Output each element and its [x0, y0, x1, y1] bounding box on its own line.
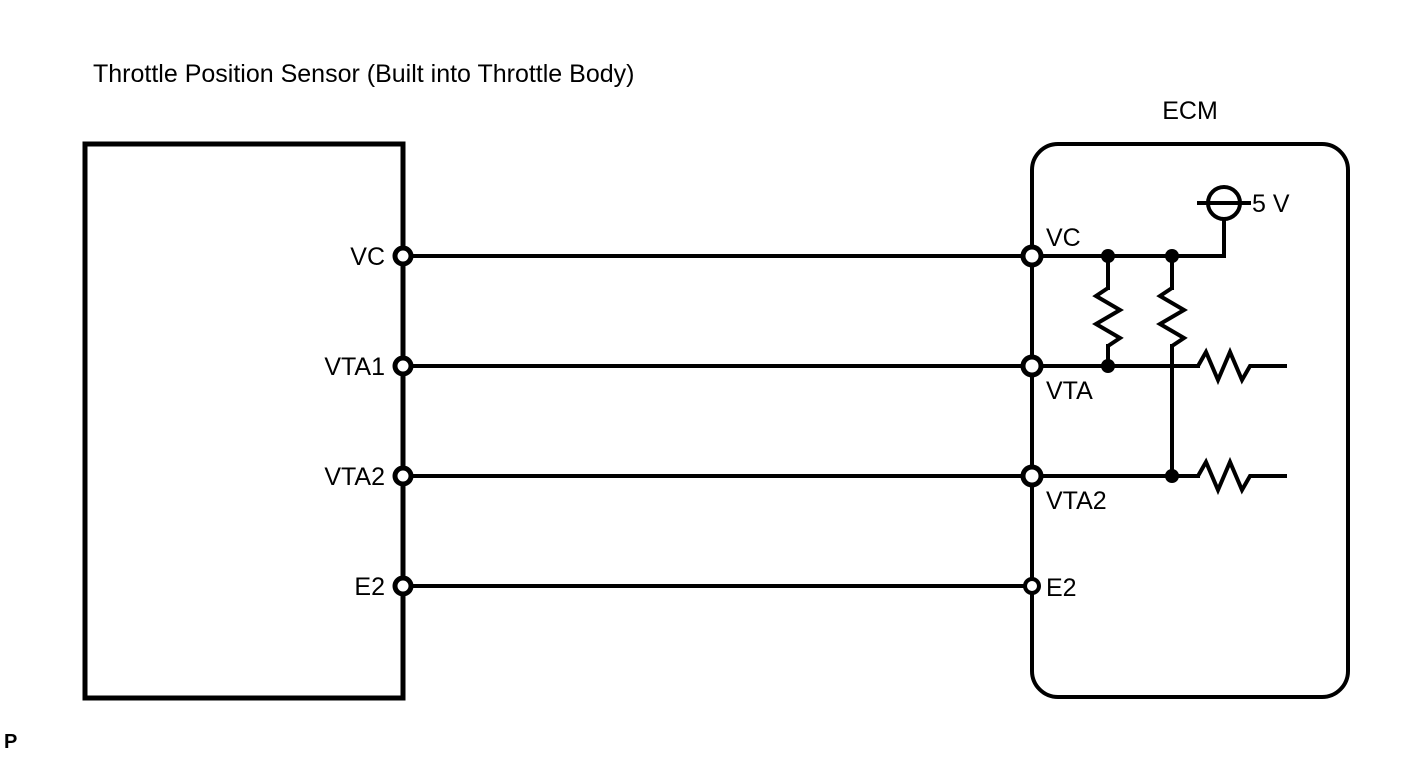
- sensor-terminal-label-vc: VC: [350, 243, 385, 271]
- ecm-terminal-label-vc: VC: [1046, 224, 1081, 252]
- sensor-terminal-vta2: [392, 465, 414, 487]
- page-marker: P: [4, 731, 17, 753]
- ecm-terminal-e2: [1023, 577, 1041, 595]
- ecm-block-outline: [1030, 142, 1350, 699]
- junction-dot-vc-pullup1: [1101, 249, 1115, 263]
- ecm-label: ECM: [1162, 97, 1218, 125]
- pullup-resistor-vta2: [1156, 286, 1188, 348]
- sensor-block-outline: [82, 141, 406, 701]
- sensor-terminal-e2: [392, 575, 414, 597]
- supply-voltage-label: 5 V: [1252, 190, 1290, 218]
- sensor-terminal-label-vta1: VTA1: [324, 353, 385, 381]
- ecm-terminal-vta2: [1020, 464, 1044, 488]
- sensor-terminal-vc: [392, 245, 414, 267]
- ecm-terminal-label-vta2: VTA2: [1046, 487, 1107, 515]
- diagram-title: Throttle Position Sensor (Built into Thr…: [93, 60, 634, 88]
- junction-dot-vc-pullup2: [1165, 249, 1179, 263]
- sensor-terminal-label-vta2: VTA2: [324, 463, 385, 491]
- junction-dot-vta-pullup1: [1101, 359, 1115, 373]
- sensor-terminal-label-e2: E2: [354, 573, 385, 601]
- junction-dot-vta2-pullup2: [1165, 469, 1179, 483]
- series-resistor-vta2: [1196, 456, 1254, 496]
- series-resistor-vta: [1196, 346, 1254, 386]
- pullup-resistor-vta: [1092, 286, 1124, 348]
- sensor-terminal-vta1: [392, 355, 414, 377]
- ecm-terminal-vta: [1020, 354, 1044, 378]
- ecm-terminal-vc: [1020, 244, 1044, 268]
- ecm-terminal-label-e2: E2: [1046, 574, 1077, 602]
- ecm-terminal-label-vta: VTA: [1046, 377, 1093, 405]
